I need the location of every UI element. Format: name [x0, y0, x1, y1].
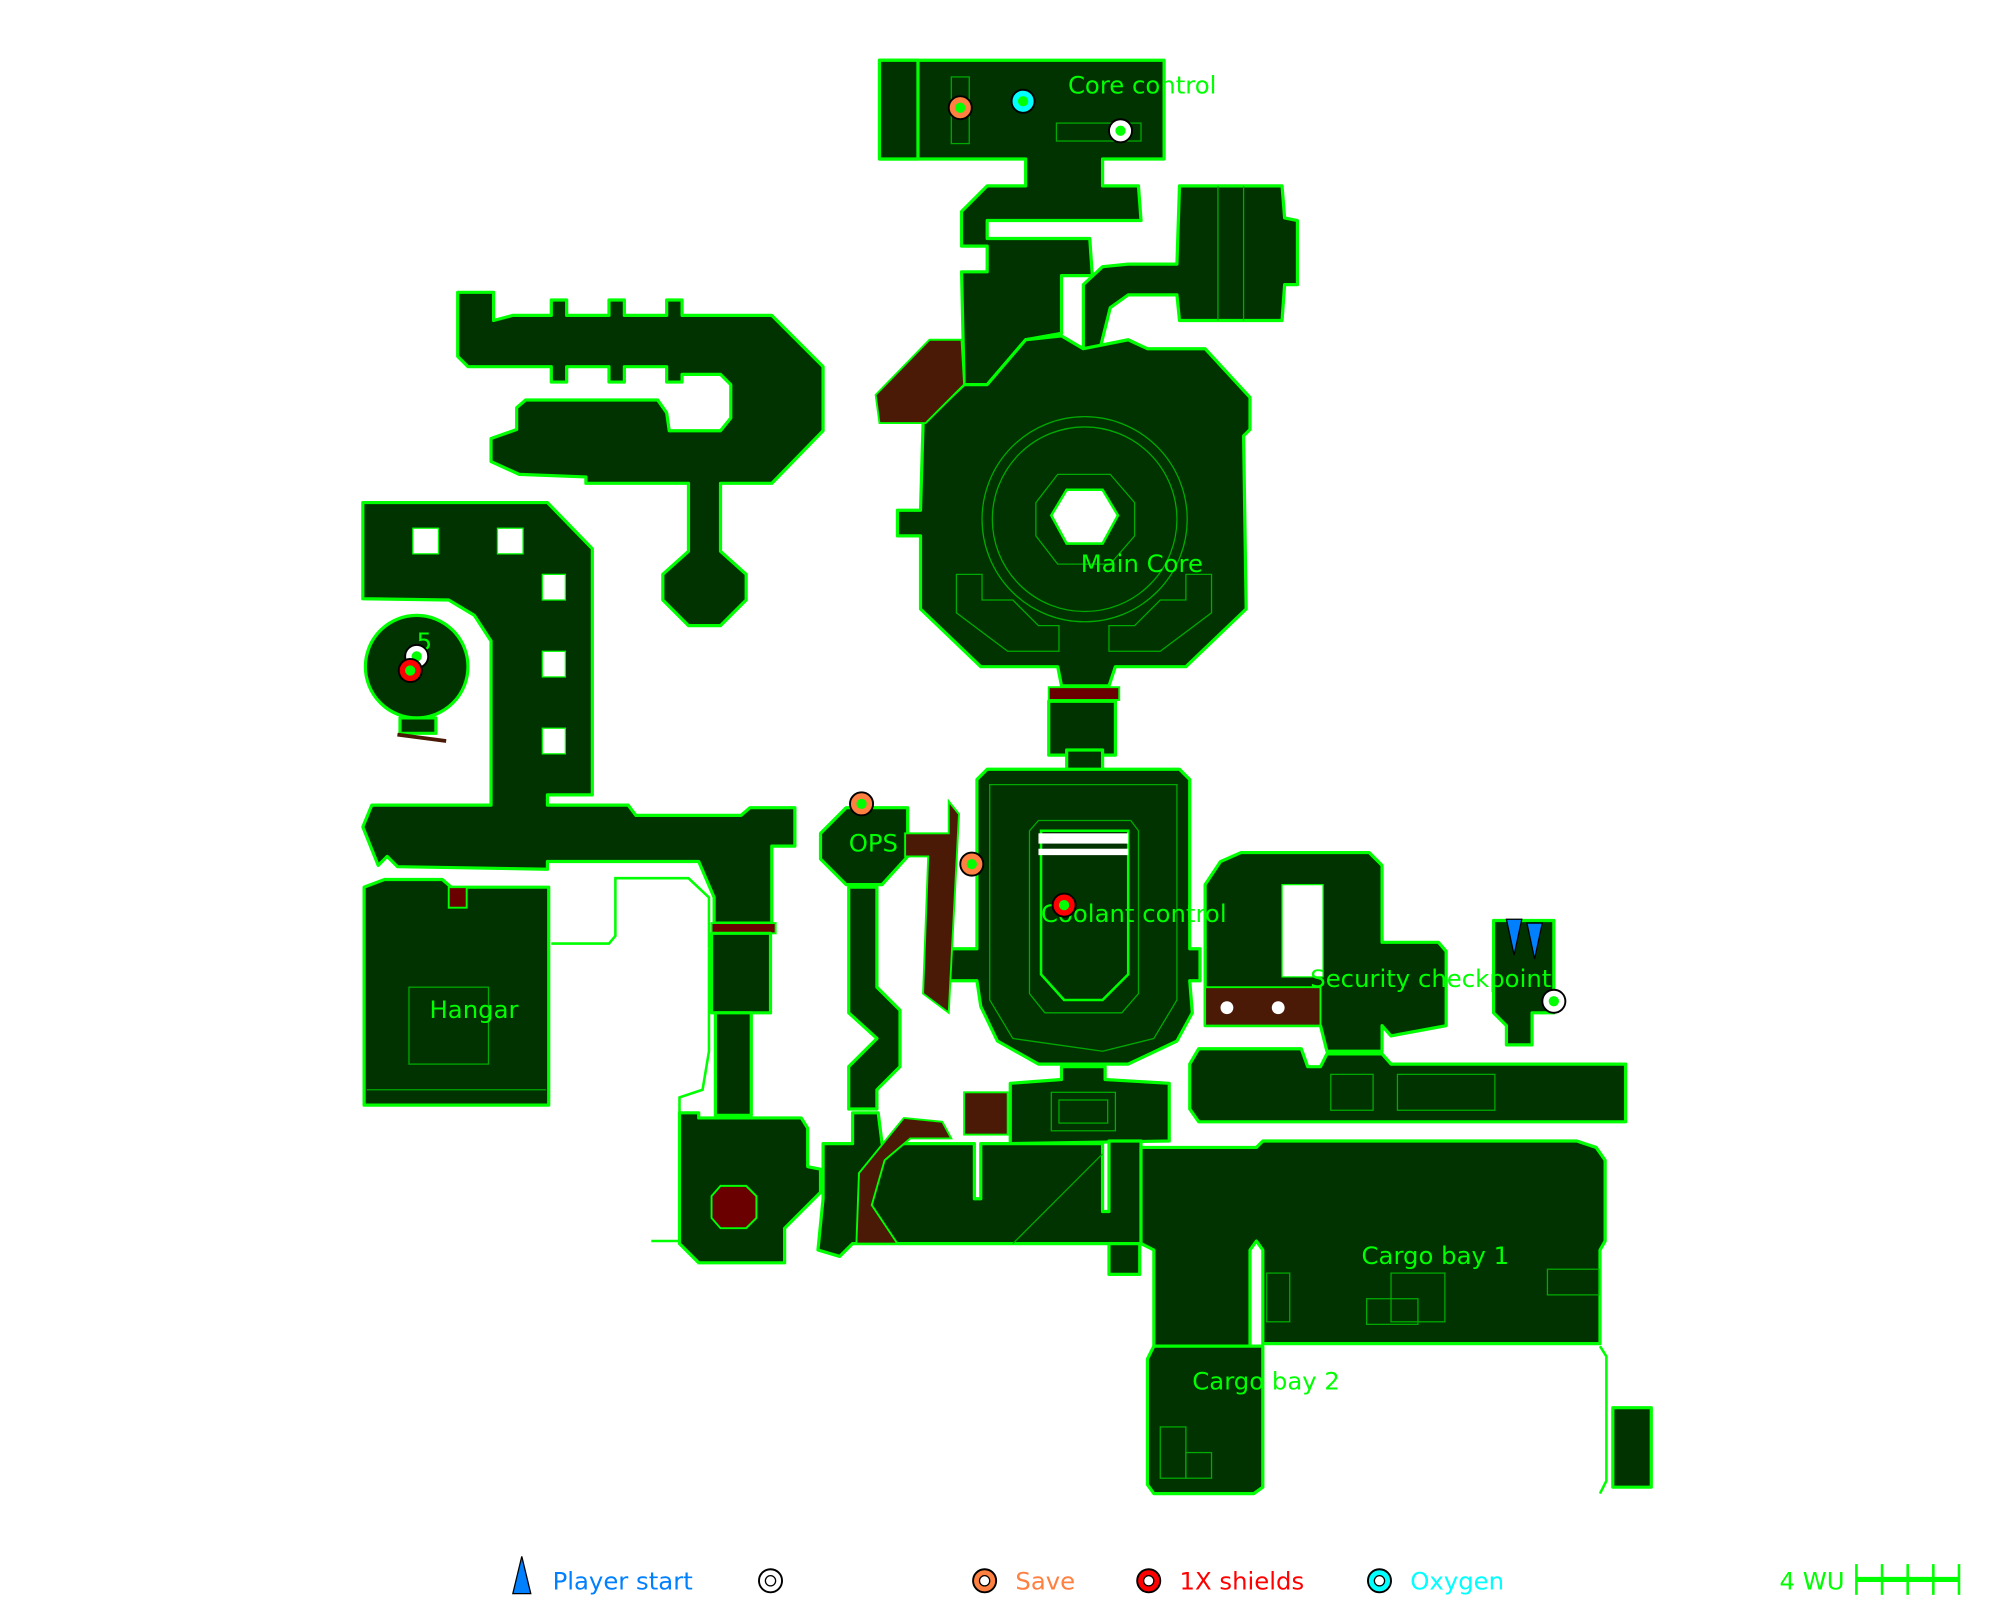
legend-save: Save: [1015, 1567, 1075, 1596]
core-control-alcove: [877, 58, 920, 161]
label-cargo-bay-1: Cargo bay 1: [1362, 1241, 1510, 1270]
legend-oxygen: Oxygen: [1410, 1567, 1504, 1596]
room-ops: [818, 806, 910, 887]
scale-bar: [1855, 1564, 1961, 1595]
hazard-strip: [1047, 686, 1121, 701]
room-southeast-closet: [1611, 1406, 1653, 1489]
hazard-zone: [874, 338, 966, 425]
label-core-control: Core control: [1068, 71, 1216, 100]
label-security-checkpoint: Security checkpoint: [1310, 964, 1551, 993]
room-cargo-bay-2: [1145, 1344, 1265, 1496]
corridor-east: [1188, 1047, 1628, 1124]
legend-shields: 1X shields: [1179, 1567, 1304, 1596]
room-northwest-complex: [456, 290, 825, 628]
corridor-south: [709, 931, 773, 1015]
room-coolant-south: [1008, 1065, 1171, 1146]
legend-scale-label: 4 WU: [1779, 1567, 1844, 1596]
label-main-core: Main Core: [1081, 549, 1203, 578]
player-start-icon: [512, 1556, 532, 1595]
main-core-pillar: [1049, 488, 1120, 545]
map-markers: [397, 88, 1567, 1014]
label-ops: OPS: [849, 828, 898, 857]
corridor-core-coolant: [1047, 699, 1117, 757]
label-cargo-bay-2: Cargo bay 2: [1192, 1367, 1340, 1396]
room-security-checkpoint: [1491, 918, 1556, 1047]
room-cargo-bay-1: [1139, 1139, 1607, 1348]
core-control-desk: [1055, 122, 1142, 142]
player-start-marker: [1505, 918, 1523, 956]
room-hangar: [362, 877, 551, 1107]
player-start-marker: [1526, 922, 1544, 960]
label-hangar: Hangar: [429, 995, 519, 1024]
room-west-wing: [361, 500, 797, 925]
legend-player-start: Player start: [553, 1567, 693, 1596]
reactor-hazard: [710, 1184, 758, 1230]
legend: Player start Save 1X shields Oxygen 4 WU: [512, 1556, 1961, 1596]
room-southwest: [677, 1111, 823, 1265]
map-rooms: [361, 58, 1653, 1496]
map-labels: Core control Main Core OPS Coolant contr…: [417, 71, 1552, 1396]
